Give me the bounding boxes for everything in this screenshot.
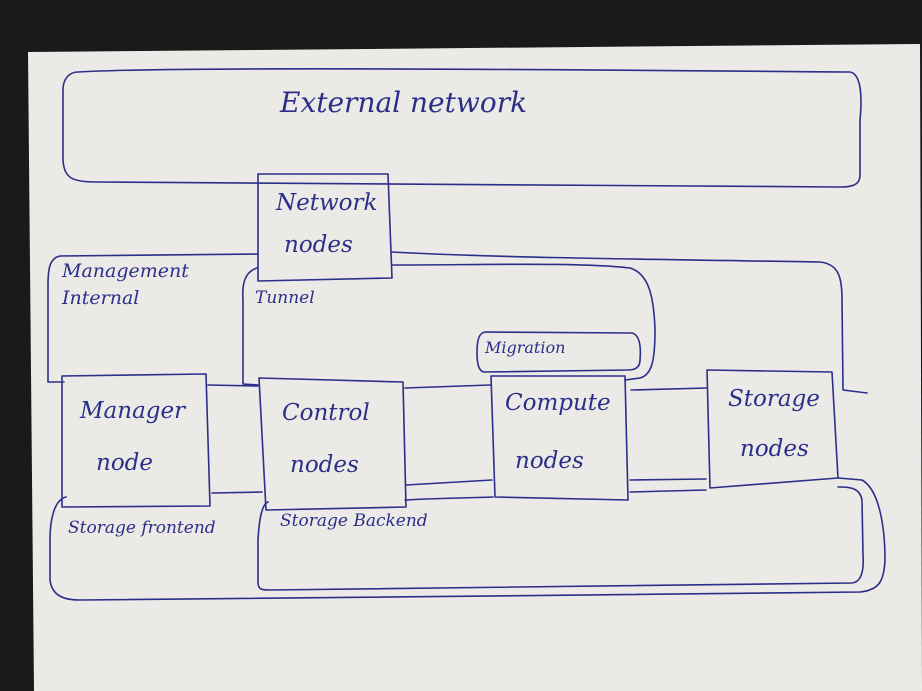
migration-network-label: Migration [484,338,565,357]
storage-nodes-label-line1: Storage [728,386,820,412]
storage-nodes-label-line2: nodes [740,436,809,462]
tunnel-network-label: Tunnel [255,288,315,308]
tunnel-network-outline [241,263,656,389]
management-network-outline [47,253,259,383]
manager-node-label-line1: Manager [79,398,187,424]
manager-node-box [61,373,211,508]
manager-node-label-line2: node [96,450,153,476]
storage-backend-box [257,486,865,591]
external-network-label: External network [279,86,527,119]
network-nodes-label-line2: nodes [284,232,353,258]
compute-nodes-label-line2: nodes [515,448,584,474]
storage-frontend-outline [49,477,886,601]
internal-network-label: Internal [61,287,139,309]
management-network-outline-right [391,251,868,394]
link-compute-storage [629,387,708,493]
storage-nodes-box [706,369,839,489]
management-network-label: Management [61,260,189,282]
link-manager-control [207,384,263,494]
storage-backend-label: Storage Backend [280,511,428,531]
control-nodes-label-line2: nodes [290,452,359,478]
paper-sheet [28,44,922,691]
external-network-box [62,68,862,188]
control-nodes-box [258,377,407,511]
storage-frontend-label: Storage frontend [68,518,216,538]
network-nodes-box [257,173,393,282]
migration-network-box [476,331,642,373]
link-control-compute [404,479,494,501]
control-nodes-label-line1: Control [282,400,370,426]
compute-nodes-label-line1: Compute [505,390,611,416]
compute-nodes-box [490,375,629,501]
network-nodes-label-line1: Network [275,190,377,216]
